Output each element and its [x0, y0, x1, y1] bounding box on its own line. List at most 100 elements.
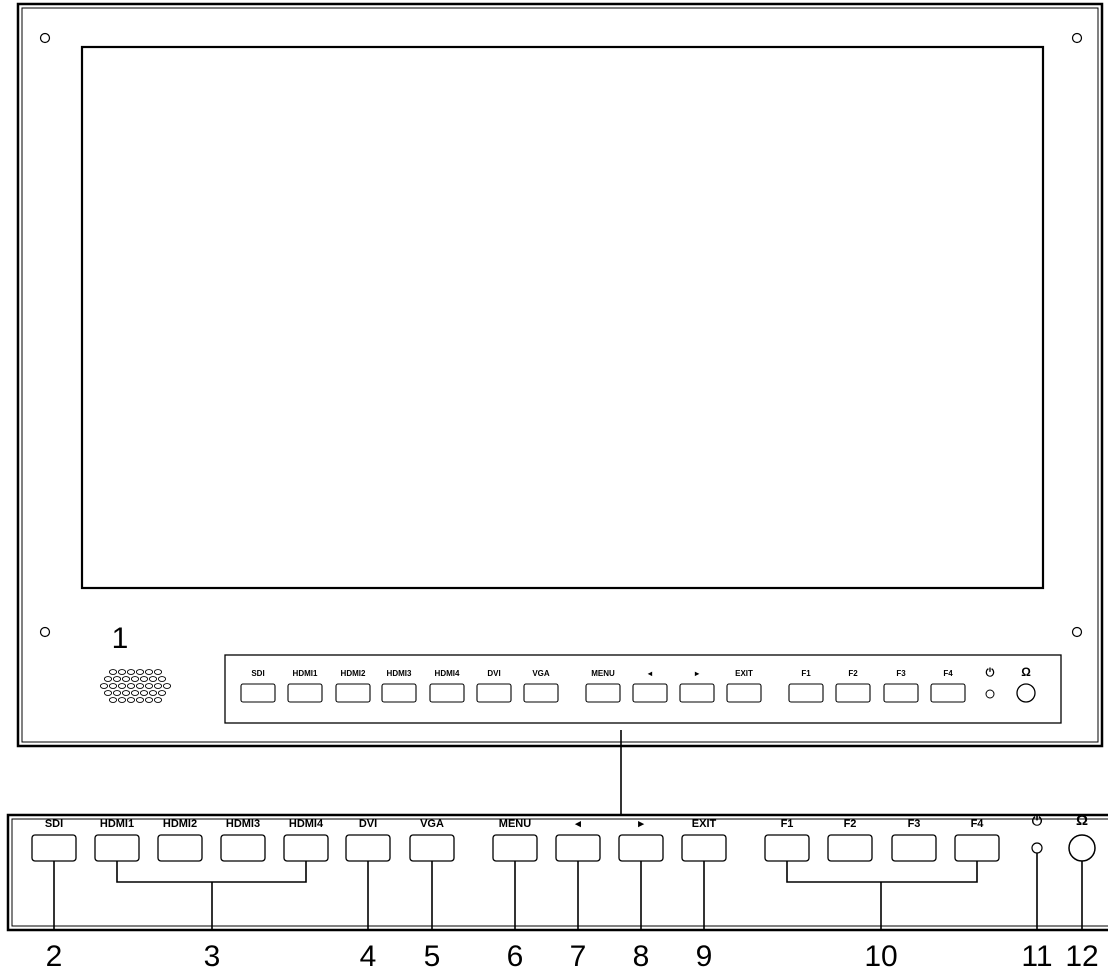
- panel-button-label: VGA: [420, 818, 444, 830]
- monitor-button[interactable]: [632, 683, 668, 703]
- callout-number: 12: [1065, 940, 1098, 973]
- monitor-button[interactable]: [335, 683, 371, 703]
- screw-hole: [39, 626, 51, 638]
- panel-button[interactable]: [31, 834, 77, 862]
- monitor-screen: [80, 45, 1045, 590]
- screw-hole: [39, 32, 51, 44]
- monitor-button[interactable]: [476, 683, 512, 703]
- callout-number: 3: [204, 940, 221, 973]
- speaker-hole: [108, 697, 118, 703]
- panel-button[interactable]: [345, 834, 391, 862]
- speaker-hole: [144, 683, 154, 689]
- speaker-hole: [153, 683, 163, 689]
- callout-number: 8: [633, 940, 650, 973]
- panel-button[interactable]: [220, 834, 266, 862]
- monitor-button[interactable]: [287, 683, 323, 703]
- callout-number: 7: [570, 940, 587, 973]
- monitor-button-label: ▸: [694, 669, 700, 678]
- panel-button-label: HDMI4: [289, 818, 324, 830]
- panel-button[interactable]: [492, 834, 538, 862]
- monitor-button[interactable]: [429, 683, 465, 703]
- monitor-button[interactable]: [835, 683, 871, 703]
- monitor-button-label: MENU: [591, 669, 615, 678]
- monitor-button[interactable]: [523, 683, 559, 703]
- panel-button-label: F1: [781, 818, 794, 830]
- speaker-hole: [135, 669, 145, 675]
- panel-button-label: EXIT: [692, 818, 717, 830]
- speaker-hole: [153, 669, 163, 675]
- monitor-button[interactable]: [585, 683, 621, 703]
- monitor-button-label: HDMI2: [341, 669, 366, 678]
- panel-headphone-symbol: Ω: [1076, 812, 1088, 829]
- panel-button-label: SDI: [45, 818, 63, 830]
- panel-button[interactable]: [409, 834, 455, 862]
- panel-button[interactable]: [157, 834, 203, 862]
- speaker-hole: [157, 690, 167, 696]
- monitor-button[interactable]: [930, 683, 966, 703]
- monitor-button-label: HDMI1: [293, 669, 318, 678]
- function-key-bracket: [786, 861, 978, 883]
- panel-button-label: HDMI3: [226, 818, 260, 830]
- panel-button[interactable]: [283, 834, 329, 862]
- monitor-button-label: EXIT: [735, 669, 753, 678]
- panel-button[interactable]: [954, 834, 1000, 862]
- speaker-hole: [103, 676, 113, 682]
- speaker-hole: [144, 697, 154, 703]
- speaker-hole: [121, 690, 131, 696]
- callout-number: 9: [696, 940, 713, 973]
- monitor-button-label: HDMI3: [387, 669, 412, 678]
- speaker-hole: [121, 676, 131, 682]
- monitor-headphone-jack[interactable]: [1016, 683, 1036, 703]
- monitor-button-label: F1: [801, 669, 811, 678]
- panel-power-symbol: ⏻: [1032, 813, 1043, 828]
- panel-button[interactable]: [764, 834, 810, 862]
- speaker-hole: [117, 697, 127, 703]
- monitor-button[interactable]: [381, 683, 417, 703]
- speaker-hole: [153, 697, 163, 703]
- speaker-hole: [148, 676, 158, 682]
- panel-button[interactable]: [94, 834, 140, 862]
- panel-button[interactable]: [891, 834, 937, 862]
- speaker-hole: [157, 676, 167, 682]
- panel-button[interactable]: [555, 834, 601, 862]
- panel-headphone-jack[interactable]: [1068, 834, 1096, 862]
- speaker-hole: [144, 669, 154, 675]
- monitor-button-label: SDI: [251, 669, 264, 678]
- panel-button[interactable]: [827, 834, 873, 862]
- monitor-button[interactable]: [883, 683, 919, 703]
- speaker-hole: [139, 676, 149, 682]
- monitor-button-label: ◂: [647, 669, 653, 678]
- monitor-control-strip: [224, 654, 1062, 724]
- panel-button-label: F4: [971, 818, 985, 830]
- enlarged-control-panel: [6, 813, 1108, 932]
- monitor-power-led: [985, 689, 995, 699]
- panel-button-label: MENU: [499, 818, 531, 830]
- speaker-grille-icon: [99, 669, 172, 703]
- callout-leaders: [53, 853, 1083, 930]
- monitor-button-label: VGA: [532, 669, 550, 678]
- speaker-hole: [139, 690, 149, 696]
- panel-button-label: F2: [844, 818, 857, 830]
- callout-number: 11: [1021, 940, 1052, 973]
- monitor-button-label: F3: [896, 669, 906, 678]
- speaker-hole: [99, 683, 109, 689]
- panel-button-label: ▸: [637, 818, 644, 830]
- speaker-hole: [117, 669, 127, 675]
- screw-hole: [1071, 32, 1083, 44]
- monitor-button[interactable]: [679, 683, 715, 703]
- monitor-headphone-symbol: Ω: [1021, 665, 1031, 679]
- panel-button-label: DVI: [359, 818, 377, 830]
- speaker-hole: [112, 690, 122, 696]
- monitor-button-label: F2: [848, 669, 858, 678]
- panel-button-label: F3: [908, 818, 921, 830]
- panel-power-led: [1031, 842, 1043, 854]
- monitor-button[interactable]: [726, 683, 762, 703]
- panel-button[interactable]: [681, 834, 727, 862]
- hdmi-bracket: [116, 861, 307, 883]
- screw-hole: [1071, 626, 1083, 638]
- monitor-button[interactable]: [240, 683, 276, 703]
- monitor-button[interactable]: [788, 683, 824, 703]
- panel-button[interactable]: [618, 834, 664, 862]
